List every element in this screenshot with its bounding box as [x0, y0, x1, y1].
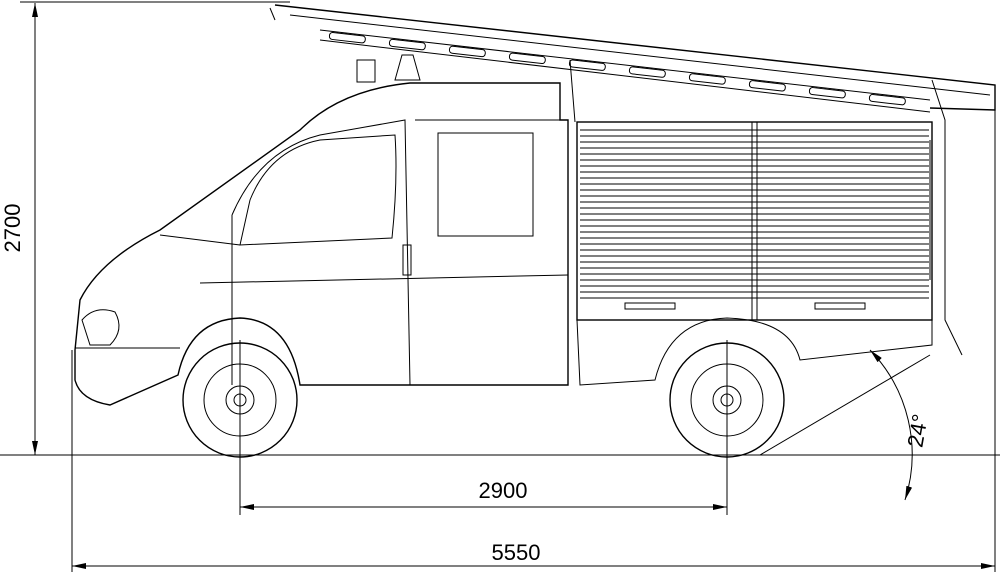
ladder-rung [868, 93, 906, 106]
height-label: 2700 [0, 204, 25, 253]
rear-wheel [669, 342, 785, 458]
ladder-rung [508, 52, 546, 65]
departure-angle-dimension: 24° [759, 349, 933, 501]
cab [74, 54, 569, 406]
ladder-rung [808, 87, 846, 99]
ladder-rung [748, 80, 786, 92]
ladder-rung [328, 31, 366, 44]
ladder-rung [568, 59, 606, 71]
front-wheel [182, 342, 298, 458]
ladder-rung [448, 45, 486, 58]
angle-label: 24° [902, 412, 932, 449]
wheelbase-label: 2900 [479, 478, 528, 503]
rear-body [576, 79, 963, 386]
ladder-rung [628, 66, 666, 78]
height-dimension: 2700 [0, 1, 290, 455]
ladder-rung [688, 73, 726, 85]
wheelbase-dimension: 2900 [239, 340, 728, 515]
length-dimension: 5550 [71, 100, 996, 572]
length-label: 5550 [492, 540, 541, 565]
roof-ladder [269, 4, 996, 123]
ladder-rung [388, 38, 426, 51]
